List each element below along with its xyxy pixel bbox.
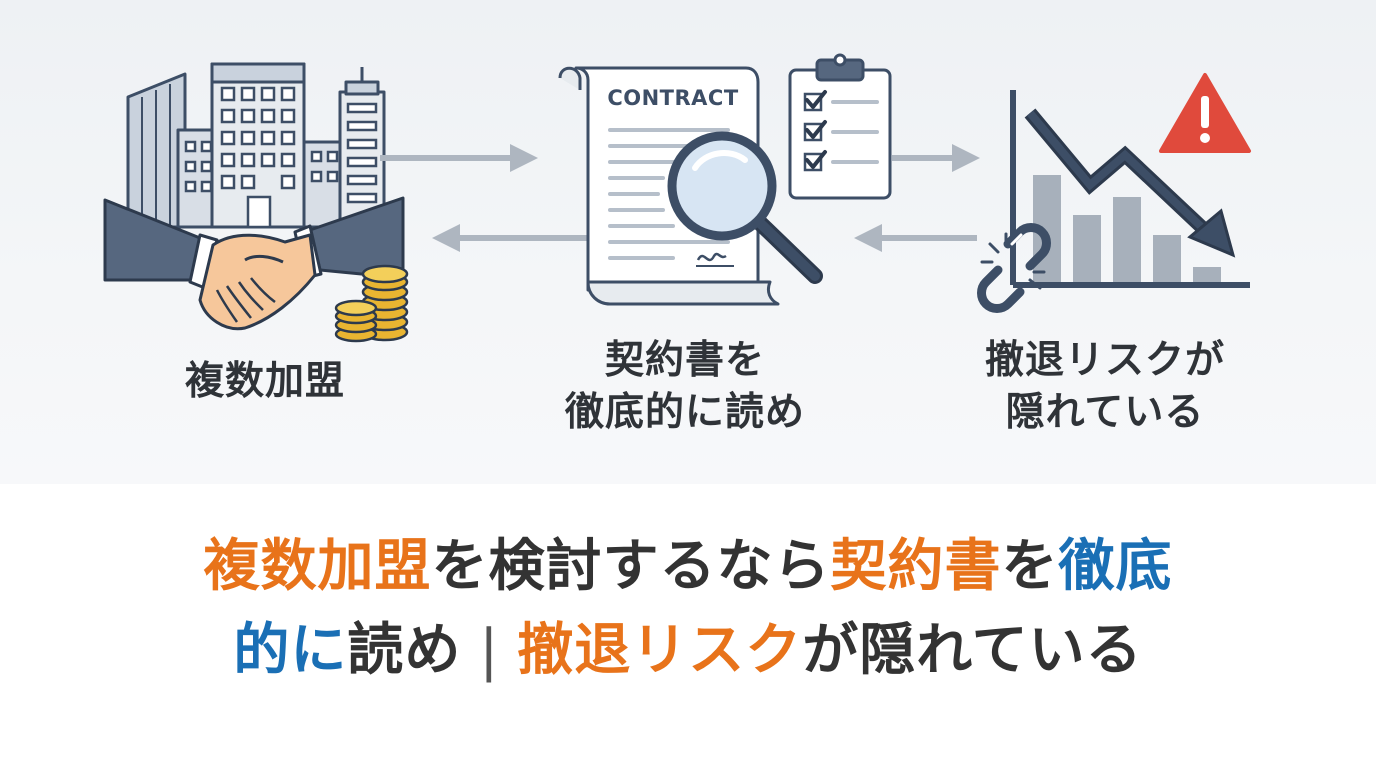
- headline-read: 読め: [347, 618, 462, 683]
- headline-if-considering: を検討するなら: [431, 534, 831, 599]
- handshake-icon: [103, 196, 405, 331]
- headline-line-2: 的に読め | 撤退リスクが隠れている: [0, 609, 1376, 693]
- headline-exit-risk: 撤退リスク: [517, 618, 803, 683]
- step-label-multiple-franchise: 複数加盟: [135, 356, 395, 408]
- headline-multiple-franchise: 複数加盟: [203, 534, 432, 599]
- arrow-left-1: [432, 224, 590, 252]
- step2-label-line1: 契約書を: [604, 338, 765, 383]
- headline-wo: を: [1001, 534, 1059, 599]
- arrow-left-2: [854, 224, 977, 252]
- step-label-exit-risk: 撤退リスクが 隠れている: [935, 335, 1275, 439]
- declining-chart-icon: [1010, 90, 1250, 288]
- checklist-icon: [788, 53, 892, 200]
- magnifier-icon: [667, 131, 823, 284]
- headline-line-1: 複数加盟を検討するなら契約書を徹底: [0, 525, 1376, 609]
- headline-separator: |: [479, 618, 500, 683]
- warning-icon: [1159, 73, 1251, 153]
- buildings-icon: [126, 62, 386, 229]
- arrow-right-2: [892, 144, 980, 172]
- coins-icon: [334, 264, 409, 343]
- broken-chain-icon: [977, 223, 1051, 313]
- headline-thorough: 徹底: [1058, 534, 1173, 599]
- step1-label-text: 複数加盟: [184, 359, 345, 404]
- step3-label-line1: 撤退リスクが: [984, 338, 1225, 383]
- arrow-right-1: [380, 144, 538, 172]
- headline: 複数加盟を検討するなら契約書を徹底 的に読め | 撤退リスクが隠れている: [0, 525, 1376, 693]
- step3-label-line2: 隠れている: [1005, 390, 1205, 435]
- step-label-read-contract: 契約書を 徹底的に読め: [520, 335, 850, 439]
- headline-contract: 契約書: [830, 534, 1002, 599]
- headline-thoroughly: 的に: [233, 618, 348, 683]
- headline-is-hidden: が隠れている: [802, 618, 1143, 683]
- step2-label-line2: 徹底的に読め: [564, 390, 805, 435]
- contract-title: CONTRACT: [607, 86, 739, 110]
